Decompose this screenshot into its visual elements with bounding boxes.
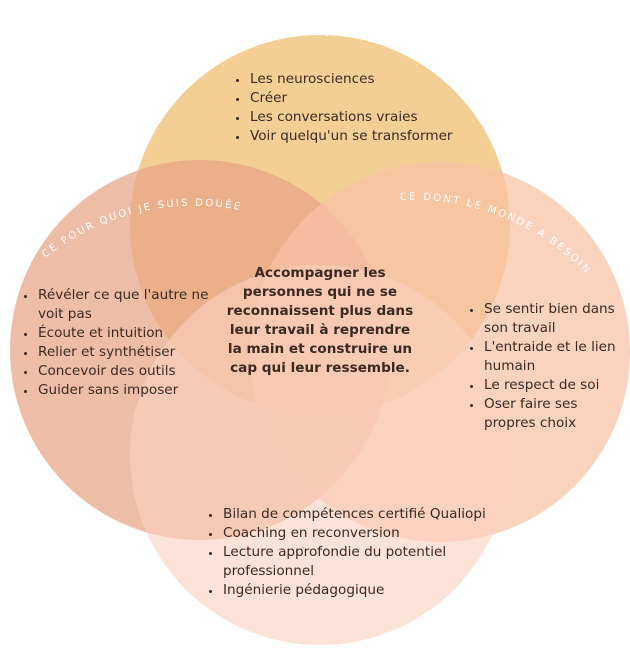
list-item: Voir quelqu'un se transformer <box>249 127 509 146</box>
list-item: Le respect de soi <box>483 376 618 395</box>
list-item: Créer <box>249 89 509 108</box>
list-item: Bilan de compétences certifié Qualiopi <box>222 505 522 524</box>
list-what-i-love: Les neurosciences Créer Les conversation… <box>231 70 509 146</box>
list-item: Les conversations vraies <box>249 108 509 127</box>
list-item: Concevoir des outils <box>37 362 237 381</box>
list-what-i-can-be-paid-for: Bilan de compétences certifié Qualiopi C… <box>204 505 522 600</box>
list-item: Se sentir bien dans son travail <box>483 300 618 338</box>
list-item: Oser faire ses propres choix <box>483 395 618 433</box>
circle-what-i-can-be-paid-for <box>130 265 510 645</box>
list-item: Écoute et intuition <box>37 324 237 343</box>
center-purpose-statement: Accompagner les personnes qui ne se reco… <box>226 265 414 376</box>
list-item: Relier et synthétiser <box>37 343 237 362</box>
label-bottom: CE POUR QUOI JE PEUX ÊTRE PAYÉE <box>197 646 443 659</box>
list-item: Les neurosciences <box>249 70 509 89</box>
list-item: Révéler ce que l'autre ne voit pas <box>37 286 237 324</box>
list-what-the-world-needs: Se sentir bien dans son travail L'entrai… <box>465 300 618 433</box>
list-item: Lecture approfondie du potentiel profess… <box>222 543 522 581</box>
list-item: Ingénierie pédagogique <box>222 581 522 600</box>
list-item: Guider sans imposer <box>37 381 237 400</box>
label-top: CE QUE J'AIME <box>270 26 370 37</box>
list-item: L'entraide et le lien humain <box>483 338 618 376</box>
list-what-i-am-good-at: Révéler ce que l'autre ne voit pas Écout… <box>19 286 237 400</box>
list-item: Coaching en reconversion <box>222 524 522 543</box>
